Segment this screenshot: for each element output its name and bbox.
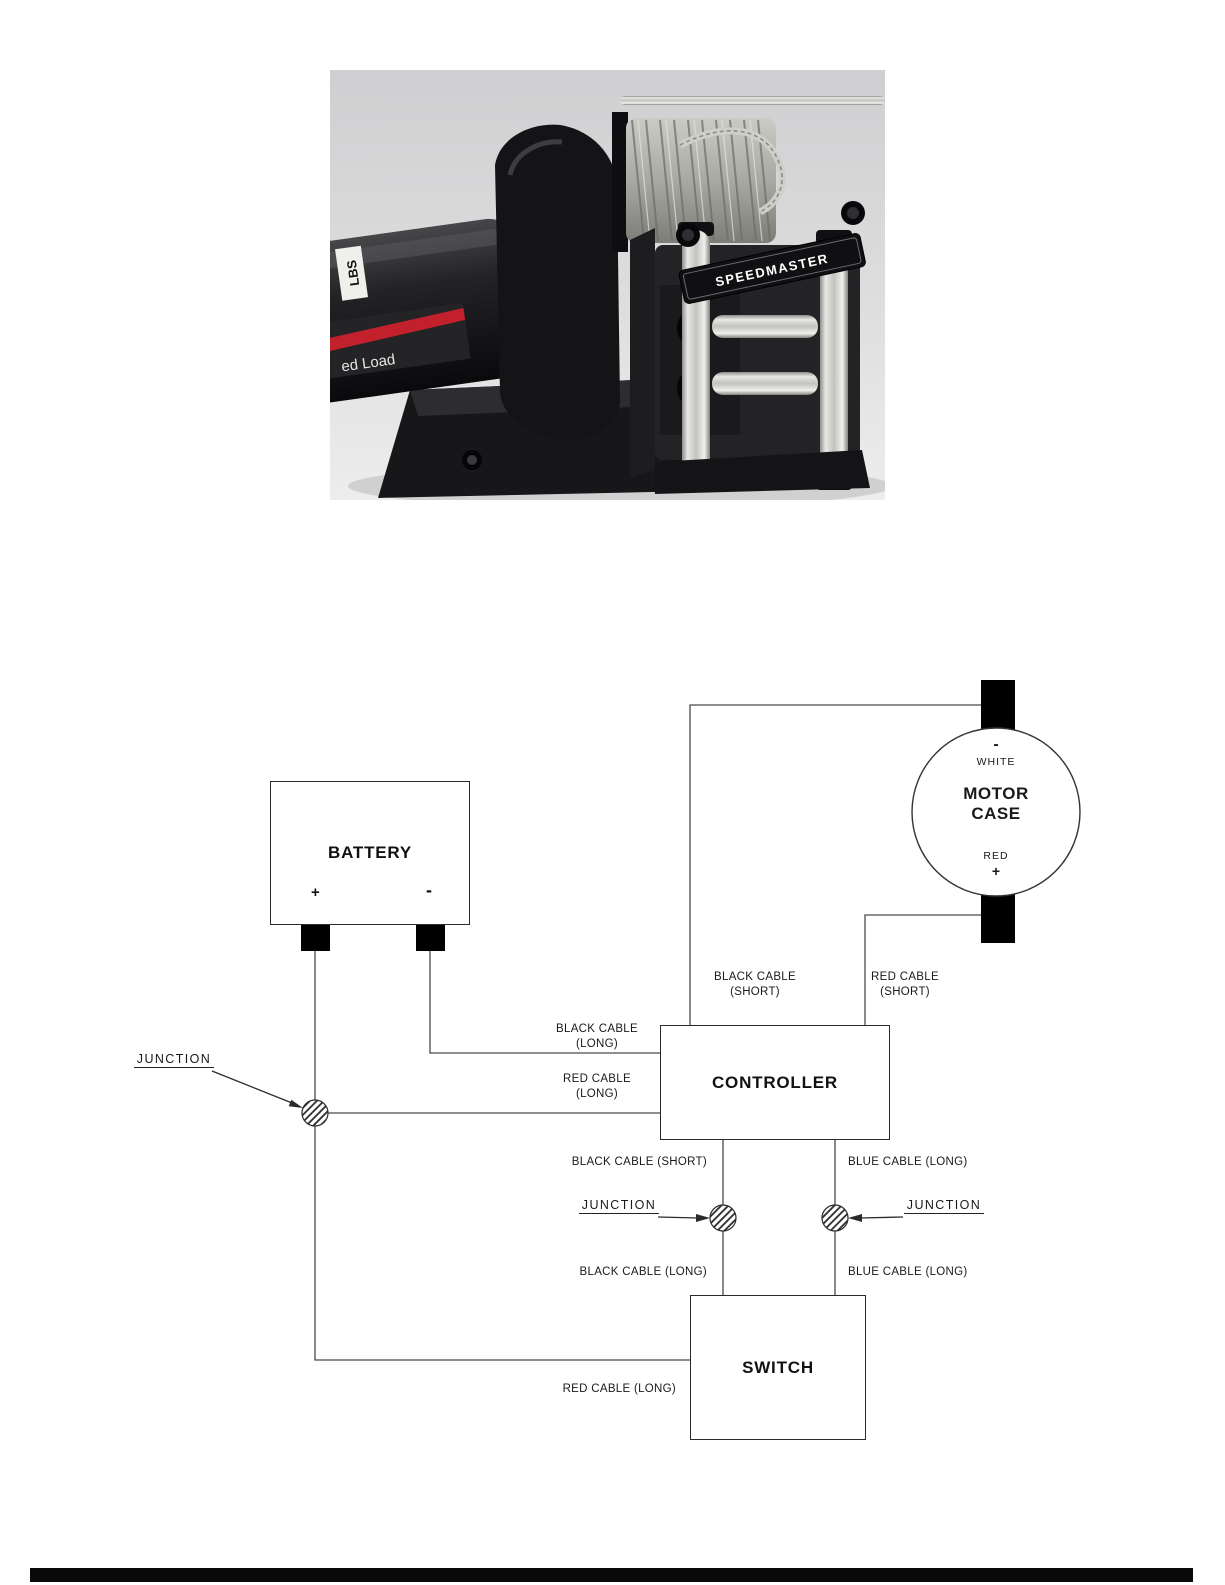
roller-fairlead: SPEEDMASTER	[630, 201, 870, 494]
fairlead-brand-plate: SPEEDMASTER	[678, 233, 866, 304]
motor-positive-sign: +	[991, 863, 1001, 879]
label-line: (LONG)	[575, 1087, 619, 1100]
label-black-cable-short-motor: BLACK CABLE (SHORT)	[690, 970, 820, 1000]
motor-lbs-text: LBS	[344, 259, 363, 287]
label-red-cable-long-switch: RED CABLE (LONG)	[562, 1383, 676, 1395]
label-line: RED CABLE	[871, 971, 939, 983]
wire-red-cable-long-switch	[314, 950, 690, 1361]
label-blue-cable-long-controller: BLUE CABLE (LONG)	[848, 1156, 968, 1168]
wire-black-cable-long-battery	[429, 950, 660, 1054]
motor-case-title-2: CASE	[971, 804, 1021, 823]
motor-lbs-sticker: LBS	[335, 245, 369, 301]
junction-label-left: JUNCTION	[134, 1052, 214, 1068]
battery-positive-terminal	[301, 925, 330, 951]
motor-case-circle	[911, 727, 1081, 897]
tie-rod	[620, 96, 885, 105]
label-red-cable-long-battery: RED CABLE (LONG)	[532, 1072, 662, 1102]
controller-box: CONTROLLER	[660, 1025, 890, 1140]
junction-node-left	[301, 1099, 329, 1127]
motor-red-label: RED	[983, 850, 1009, 862]
horizontal-roller-bottom	[712, 372, 818, 395]
label-black-cable-long-battery: BLACK CABLE (LONG)	[532, 1022, 662, 1052]
motor-case-labels: - WHITE MOTOR CASE RED +	[912, 728, 1080, 896]
switch-box: SWITCH	[690, 1295, 866, 1440]
label-line: (SHORT)	[730, 985, 780, 998]
winch-drum	[612, 96, 885, 252]
junction-label-middle: JUNCTION	[579, 1198, 659, 1214]
label-line: RED CABLE	[563, 1073, 631, 1085]
label-black-cable-long-switch: BLACK CABLE (LONG)	[579, 1266, 707, 1278]
label-red-cable-short-motor: RED CABLE (SHORT)	[845, 970, 965, 1000]
label-line: BLACK CABLE	[714, 971, 796, 983]
wire-red-cable-short-motor	[864, 914, 983, 1025]
motor-positive-terminal	[981, 893, 1015, 943]
motor-white-label: WHITE	[976, 756, 1016, 768]
junction-node-middle	[709, 1204, 737, 1232]
battery-box: BATTERY + -	[270, 781, 470, 925]
battery-title: BATTERY	[328, 843, 412, 862]
label-blue-cable-long-switch: BLUE CABLE (LONG)	[848, 1266, 968, 1278]
label-black-cable-short-controller: BLACK CABLE (SHORT)	[571, 1156, 707, 1168]
vertical-roller-right	[820, 238, 848, 483]
junction-middle-leader	[657, 1216, 699, 1219]
switch-title: SWITCH	[742, 1357, 814, 1377]
horizontal-roller-top	[712, 315, 818, 338]
motor-case-title-1: MOTOR	[963, 784, 1029, 803]
battery-minus-sign: -	[426, 880, 432, 900]
junction-right-arrowhead	[848, 1214, 862, 1222]
junction-left-leader	[211, 1070, 293, 1104]
junction-middle-arrowhead	[696, 1214, 710, 1222]
label-line: BLACK CABLE	[556, 1023, 638, 1035]
page-bottom-bar	[30, 1568, 1193, 1582]
battery-plus-sign: +	[311, 884, 320, 901]
controller-title: CONTROLLER	[711, 1072, 839, 1092]
junction-label-right: JUNCTION	[904, 1198, 984, 1214]
label-line: (LONG)	[575, 1037, 619, 1050]
battery-negative-terminal	[416, 925, 445, 951]
junction-left-arrowhead	[288, 1099, 303, 1108]
motor-negative-sign: -	[993, 736, 999, 753]
junction-right-leader	[859, 1216, 904, 1219]
junction-node-right	[821, 1204, 849, 1232]
motor-negative-terminal	[981, 680, 1015, 730]
label-line: (SHORT)	[880, 985, 930, 998]
wire-black-cable-short-motor	[689, 704, 983, 1025]
winch-gear-housing	[495, 124, 620, 441]
